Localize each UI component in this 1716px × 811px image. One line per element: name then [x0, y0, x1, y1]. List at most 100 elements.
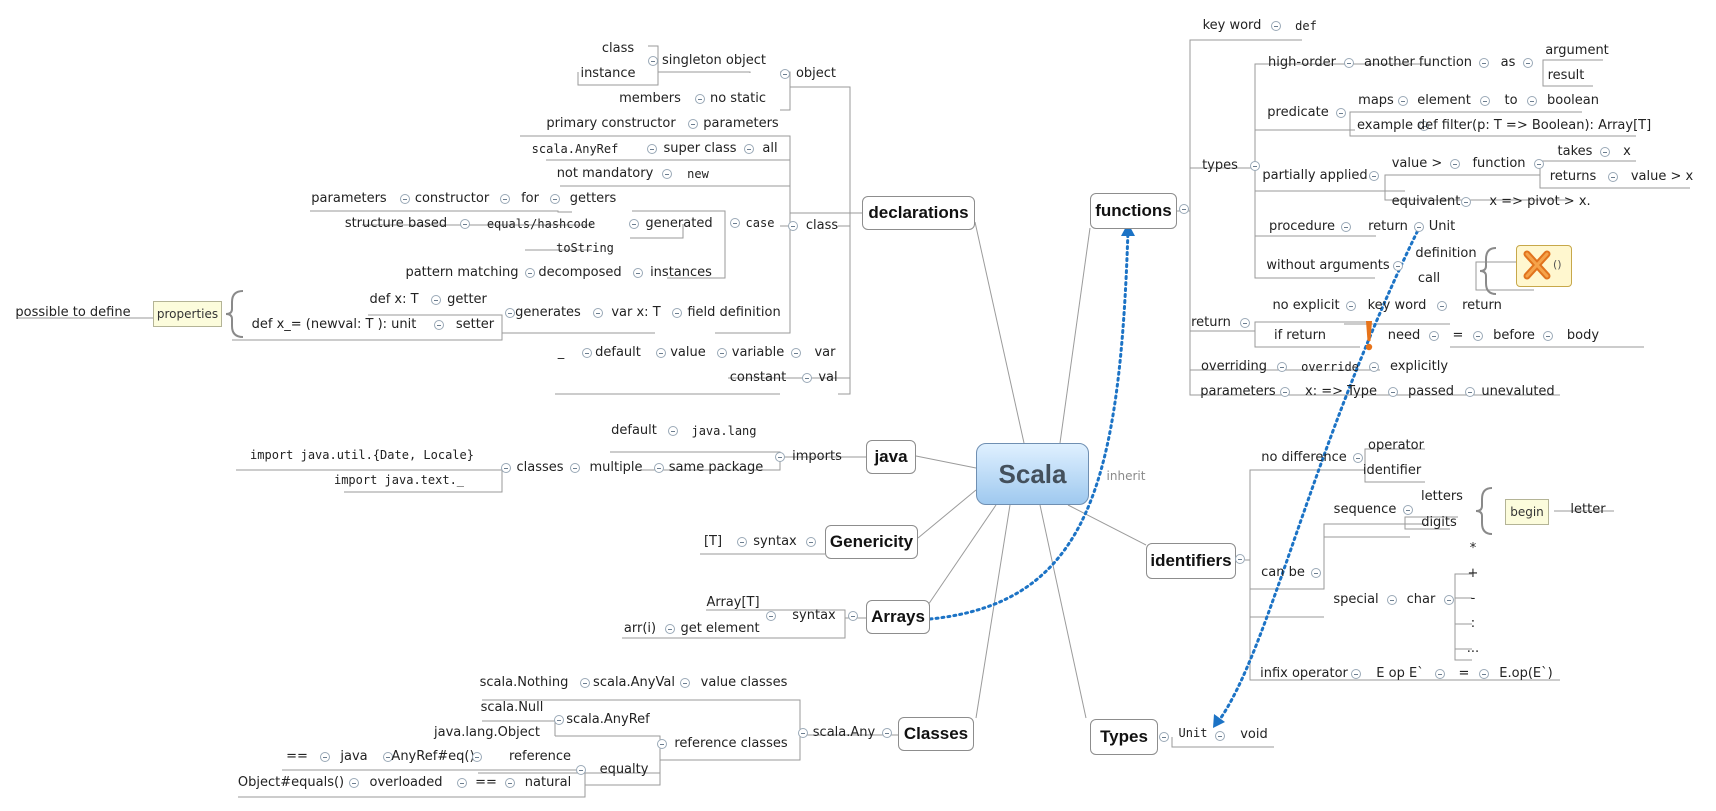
node-val[interactable]: val	[818, 370, 838, 385]
collapse-toggle-icon[interactable]	[1429, 331, 1439, 341]
node-void[interactable]: void	[1240, 727, 1268, 742]
node-array-syntax[interactable]: syntax	[792, 608, 836, 623]
node-takes[interactable]: takes	[1557, 144, 1593, 159]
node-def[interactable]: def	[1295, 19, 1317, 33]
collapse-toggle-icon[interactable]	[349, 778, 359, 788]
node-new[interactable]: new	[687, 167, 709, 181]
topic-identifiers[interactable]: identifiers	[1146, 543, 1236, 579]
collapse-toggle-icon[interactable]	[788, 221, 798, 231]
collapse-toggle-icon[interactable]	[672, 308, 682, 318]
collapse-toggle-icon[interactable]	[1414, 222, 1424, 232]
topic-genericity[interactable]: Genericity	[825, 525, 918, 559]
node-call[interactable]: call	[1417, 271, 1441, 286]
node-filter-sig[interactable]: def filter(p: T => Boolean): Array[T]	[1416, 118, 1652, 133]
node-overloaded[interactable]: overloaded	[369, 775, 443, 790]
collapse-toggle-icon[interactable]	[1393, 261, 1403, 271]
node-maps[interactable]: maps	[1358, 93, 1394, 108]
node-colon[interactable]: :	[1470, 616, 1476, 631]
node-possible-to-define[interactable]: possible to define	[15, 305, 131, 320]
node-default-import[interactable]: default	[611, 423, 657, 438]
node-definition[interactable]: definition	[1415, 246, 1477, 261]
node-infix-operator[interactable]: infix operator	[1260, 666, 1348, 681]
begin-label[interactable]: begin	[1505, 499, 1549, 525]
topic-arrays[interactable]: Arrays	[866, 600, 930, 634]
collapse-toggle-icon[interactable]	[656, 348, 666, 358]
node-generated[interactable]: generated	[645, 216, 713, 231]
node-members[interactable]: members	[619, 91, 681, 106]
node-all[interactable]: all	[762, 141, 778, 156]
node-letter[interactable]: letter	[1570, 502, 1606, 517]
collapse-toggle-icon[interactable]	[1179, 204, 1189, 214]
collapse-toggle-icon[interactable]	[580, 678, 590, 688]
node-value-gt-x[interactable]: value > x	[1630, 169, 1694, 184]
collapse-toggle-icon[interactable]	[1527, 96, 1537, 106]
node-x-type[interactable]: x: => Type	[1305, 384, 1377, 399]
node-another-function[interactable]: another function	[1363, 55, 1473, 70]
node-parameters-2[interactable]: parameters	[311, 191, 387, 206]
collapse-toggle-icon[interactable]	[668, 426, 678, 436]
collapse-toggle-icon[interactable]	[1465, 387, 1475, 397]
topic-java[interactable]: java	[866, 440, 916, 474]
collapse-toggle-icon[interactable]	[766, 611, 776, 621]
node-anyref-eq[interactable]: AnyRef#eq()	[391, 749, 475, 764]
node-generates[interactable]: generates	[515, 305, 581, 320]
node-can-be[interactable]: can be	[1261, 565, 1305, 580]
collapse-toggle-icon[interactable]	[1543, 331, 1553, 341]
node-no-explicit[interactable]: no explicit	[1272, 298, 1340, 313]
collapse-toggle-icon[interactable]	[717, 348, 727, 358]
node-passed[interactable]: passed	[1407, 384, 1455, 399]
collapse-toggle-icon[interactable]	[1480, 96, 1490, 106]
node-java-lang-object[interactable]: java.lang.Object	[434, 725, 540, 740]
node-pattern-matching[interactable]: pattern matching	[405, 265, 519, 280]
collapse-toggle-icon[interactable]	[791, 348, 801, 358]
node-result[interactable]: result	[1547, 68, 1585, 83]
node-equivalent[interactable]: equivalent	[1391, 194, 1461, 209]
collapse-toggle-icon[interactable]	[400, 194, 410, 204]
node-default[interactable]: default	[595, 345, 641, 360]
collapse-toggle-icon[interactable]	[1419, 121, 1429, 131]
node-tostring[interactable]: toString	[556, 241, 614, 255]
topic-functions[interactable]: functions	[1090, 193, 1177, 229]
node-key-word[interactable]: key word	[1202, 18, 1262, 33]
node-def-x-t[interactable]: def x: T	[369, 292, 419, 307]
node-operator[interactable]: operator	[1368, 438, 1424, 453]
node-value-classes[interactable]: value classes	[700, 675, 788, 690]
node-object[interactable]: object	[795, 66, 837, 81]
node-multiple[interactable]: multiple	[589, 460, 643, 475]
topic-classes[interactable]: Classes	[898, 717, 974, 751]
node-returns[interactable]: returns	[1549, 169, 1597, 184]
collapse-toggle-icon[interactable]	[695, 94, 705, 104]
node-scala-anyref-class[interactable]: scala.AnyRef	[566, 712, 650, 727]
node-unit[interactable]: Unit	[1178, 726, 1208, 740]
node-var-x-t[interactable]: var x: T	[611, 305, 661, 320]
collapse-toggle-icon[interactable]	[1341, 222, 1351, 232]
collapse-toggle-icon[interactable]	[554, 715, 564, 725]
node-super-class[interactable]: super class	[663, 141, 737, 156]
node-scala-anyval[interactable]: scala.AnyVal	[593, 675, 675, 690]
node-key-word-2[interactable]: key word	[1367, 298, 1427, 313]
collapse-toggle-icon[interactable]	[431, 295, 441, 305]
collapse-toggle-icon[interactable]	[648, 56, 658, 66]
node-scala-anyref[interactable]: scala.AnyRef	[531, 142, 619, 156]
node-def-setter[interactable]: def x_= (newval: T ): unit	[251, 317, 417, 332]
node-variable[interactable]: variable	[731, 345, 785, 360]
collapse-toggle-icon[interactable]	[1235, 554, 1245, 564]
node-unevaluted[interactable]: unevaluted	[1481, 384, 1555, 399]
node-java-eq[interactable]: java	[340, 749, 368, 764]
collapse-toggle-icon[interactable]	[1523, 58, 1533, 68]
node-array-t[interactable]: Array[T]	[706, 595, 760, 610]
node-structure-based[interactable]: structure based	[344, 216, 448, 231]
properties-label[interactable]: properties	[153, 301, 222, 327]
node-e-op-e[interactable]: E op E`	[1376, 666, 1424, 681]
collapse-toggle-icon[interactable]	[1473, 331, 1483, 341]
node-import-text[interactable]: import java.text._	[333, 473, 465, 487]
node-plus[interactable]: +	[1467, 566, 1479, 581]
node-x[interactable]: x	[1623, 144, 1631, 159]
node-body[interactable]: body	[1566, 328, 1600, 343]
node-without-arguments[interactable]: without arguments	[1266, 258, 1390, 273]
collapse-toggle-icon[interactable]	[434, 320, 444, 330]
collapse-toggle-icon[interactable]	[730, 218, 740, 228]
node-class[interactable]: class	[601, 41, 635, 56]
node-to[interactable]: to	[1504, 93, 1518, 108]
node-procedure[interactable]: procedure	[1269, 219, 1335, 234]
